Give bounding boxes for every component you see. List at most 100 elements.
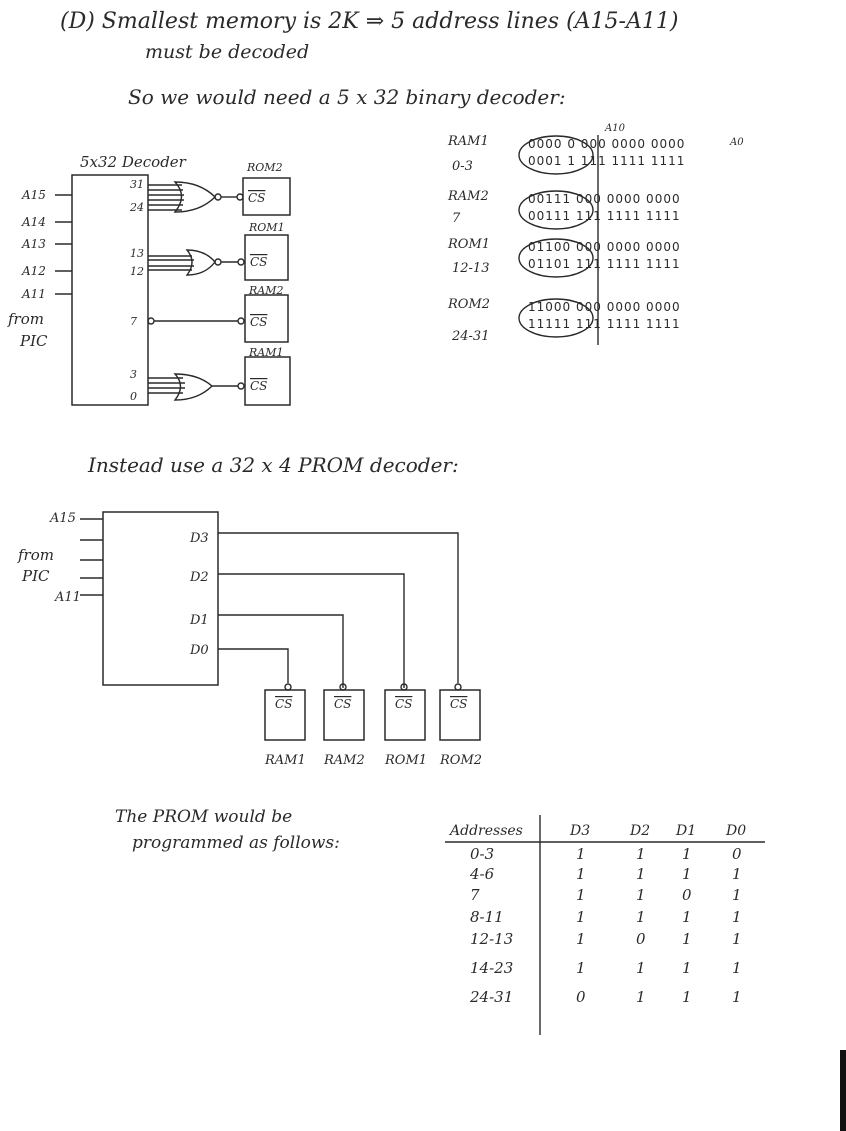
memory-name: ROM1: [447, 237, 490, 252]
heading-line-2: must be decoded: [145, 41, 309, 63]
data-bit-cell: 1: [636, 865, 646, 883]
memory-chip: [244, 234, 289, 281]
pic-label: PIC: [21, 567, 50, 585]
decoded-bits-circle: [518, 190, 594, 230]
data-bit-cell: 1: [576, 886, 586, 904]
table-header: D0: [725, 823, 746, 839]
inverter-bubble-icon: [214, 258, 222, 266]
data-bit-cell: 1: [636, 908, 646, 926]
output-label-d2: D2: [189, 570, 209, 585]
address-range: 7: [452, 211, 461, 226]
chip-select-label: CS: [248, 191, 265, 205]
address-range: 24-31: [451, 329, 489, 344]
address-range: 12-13: [452, 261, 489, 276]
output-label-d1: D1: [189, 613, 209, 628]
wire-d0: [218, 648, 289, 683]
bus-lines: [148, 377, 185, 394]
data-bit-cell: 1: [682, 845, 692, 863]
data-bit-cell: 1: [682, 959, 692, 977]
active-low-bubble-icon: [454, 683, 462, 691]
input-label-a15: A15: [49, 511, 76, 526]
output-label: 3: [130, 368, 137, 381]
from-label: from: [7, 310, 44, 328]
memory-name: RAM2: [447, 189, 489, 204]
data-bit-cell: 1: [682, 988, 692, 1006]
input-label: A15: [21, 188, 46, 202]
nor-gate-icon: [173, 181, 216, 213]
chip-label: RAM1: [264, 753, 306, 768]
data-bit-cell: 1: [732, 959, 742, 977]
data-bit-cell: 1: [636, 886, 646, 904]
memory-chip: [439, 689, 481, 741]
input-label: A13: [21, 237, 46, 251]
output-label: 7: [130, 315, 137, 328]
table-header: D1: [675, 823, 696, 839]
data-bit-cell: 1: [576, 930, 586, 948]
output-label-d3: D3: [189, 531, 209, 546]
table-header: Addresses: [448, 823, 523, 839]
memory-chip: [244, 294, 289, 343]
input-label: A12: [21, 264, 46, 278]
low-address-bits: 00111 000 0000 0000: [528, 192, 681, 206]
address-range-cell: 4-6: [469, 865, 495, 883]
address-map-table: A10 A0 RAM1 0-3 0000 0 000 0000 0000 0001 1…: [447, 123, 744, 345]
data-bit-cell: 1: [732, 988, 742, 1006]
bus-lines: [148, 255, 194, 271]
active-low-bubble-icon: [284, 683, 292, 691]
active-low-bubble-icon: [237, 382, 245, 390]
data-bit-cell: 1: [636, 988, 646, 1006]
decoded-bits-circle: [518, 135, 594, 175]
chip-select-label: CS: [250, 315, 267, 329]
prom-caption-1: The PROM would be: [115, 807, 292, 827]
address-range-cell: 12-13: [470, 930, 513, 948]
memory-chip: [323, 689, 365, 741]
data-bit-cell: 1: [682, 930, 692, 948]
address-range-cell: 7: [470, 886, 480, 904]
wire-d3: [218, 532, 459, 683]
output-label: 0: [130, 390, 137, 403]
high-address-bits: 11111 111 1111 1111: [528, 317, 681, 331]
high-address-bits: 0001 1 111 1111 1111: [528, 154, 685, 168]
chip-label: RAM1: [248, 346, 284, 359]
a10-label: A10: [604, 123, 626, 134]
section2-title: Instead use a 32 x 4 PROM decoder:: [87, 453, 459, 477]
data-bit-cell: 0: [636, 930, 646, 948]
memory-chip: [384, 689, 426, 741]
decoder-title: 5x32 Decoder: [80, 153, 187, 171]
prom-caption-2: programmed as follows:: [132, 833, 340, 853]
output-label-d0: D0: [189, 643, 209, 658]
chip-select-label: CS: [450, 697, 467, 711]
low-address-bits: 01100 000 0000 0000: [528, 240, 681, 254]
address-range-cell: 0-3: [470, 845, 494, 863]
input-label: A11: [21, 287, 46, 301]
active-low-bubble-icon: [237, 258, 245, 266]
address-range: 0-3: [452, 159, 473, 174]
prom-decoder-diagram: A15 A11 from PIC D3 D2 D1 D0 CSRAM1CSRAM…: [17, 511, 482, 768]
chip-label: ROM2: [246, 161, 283, 174]
data-bit-cell: 0: [682, 886, 692, 904]
chip-label: RAM2: [323, 753, 365, 768]
data-bit-cell: 0: [732, 845, 742, 863]
memory-chip: [242, 177, 291, 216]
address-range-cell: 24-31: [469, 988, 513, 1006]
data-bit-cell: 1: [682, 908, 692, 926]
low-address-bits: 0000 0 000 0000 0000: [528, 137, 685, 151]
wire-d1: [218, 614, 344, 688]
data-bit-cell: 1: [636, 959, 646, 977]
nor-gate-icon: [185, 249, 216, 276]
input-label-a11: A11: [54, 590, 81, 605]
data-bit-cell: 1: [732, 865, 742, 883]
active-low-bubble-icon: [236, 193, 244, 201]
data-bit-cell: 1: [636, 845, 646, 863]
data-bit-cell: 1: [576, 959, 586, 977]
decoder-box: [71, 174, 149, 406]
address-range-cell: 8-11: [470, 908, 504, 926]
decoded-bits-circle: [518, 238, 594, 278]
a0-label: A0: [729, 137, 744, 148]
memory-name: RAM1: [447, 134, 489, 149]
chip-select-label: CS: [250, 379, 267, 393]
active-low-bubble-icon: [237, 317, 245, 325]
